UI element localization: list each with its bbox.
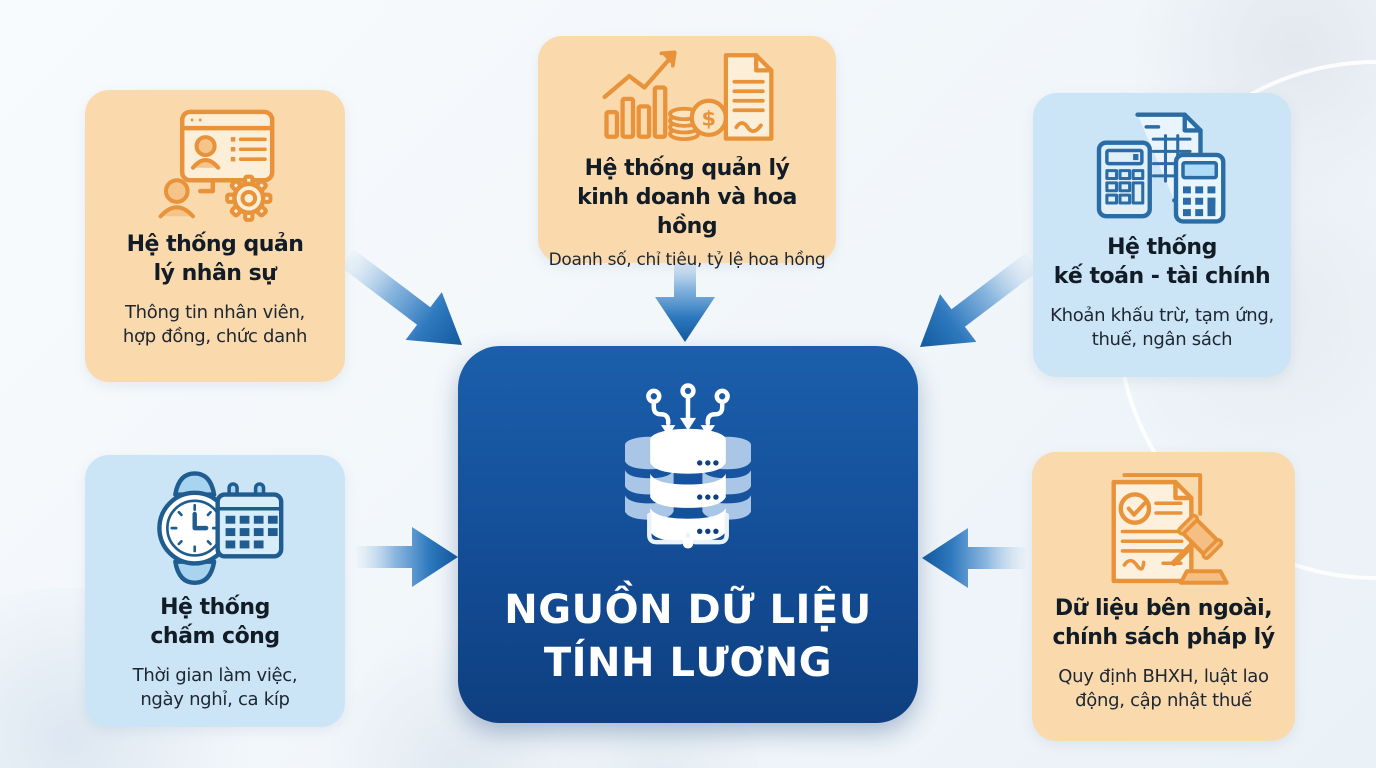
- source-box-accounting-finance: Hệ thống kế toán - tài chính Khoản khấu …: [1033, 93, 1291, 377]
- arrow-accounting-to-center: [920, 253, 1039, 347]
- center-payroll-data-source-box: NGUỒN DỮ LIỆU TÍNH LƯƠNG: [458, 346, 918, 723]
- arrow-external-to-center: [922, 528, 1026, 588]
- box-title: Hệ thống quản lý nhân sự: [126, 232, 304, 287]
- center-title: NGUỒN DỮ LIỆU TÍNH LƯƠNG: [504, 587, 872, 686]
- box-title: Hệ thống chấm công: [150, 595, 280, 650]
- source-box-external-legal: Dữ liệu bên ngoài, chính sách pháp lý Qu…: [1032, 452, 1295, 741]
- sales-commission-icon: $: [595, 42, 780, 150]
- hr-system-icon: [148, 104, 283, 226]
- accounting-finance-icon: [1092, 107, 1232, 229]
- arrow-hr-to-center: [340, 249, 462, 345]
- box-subtitle: Khoản khấu trừ, tạm ứng, thuế, ngân sách: [1050, 305, 1274, 351]
- box-subtitle: Thông tin nhân viên, hợp đồng, chức danh: [122, 302, 308, 348]
- box-subtitle: Thời gian làm việc, ngày nghỉ, ca kíp: [132, 665, 298, 711]
- source-box-timekeeping: Hệ thống chấm công Thời gian làm việc, n…: [85, 455, 345, 727]
- box-subtitle: Doanh số, chỉ tiêu, tỷ lệ hoa hồng: [548, 250, 826, 271]
- source-box-hr-system: Hệ thống quản lý nhân sự Thông tin nhân …: [85, 90, 345, 382]
- arrow-timekeeping-to-center: [356, 527, 458, 587]
- timekeeping-icon: [140, 469, 290, 589]
- box-title: Dữ liệu bên ngoài, chính sách pháp lý: [1052, 596, 1275, 651]
- svg-text:$: $: [701, 106, 716, 130]
- box-title: Hệ thống kế toán - tài chính: [1053, 235, 1271, 290]
- database-icon: [598, 380, 778, 562]
- box-subtitle: Quy định BHXH, luật lao động, cập nhật t…: [1058, 666, 1269, 712]
- legal-policy-icon: [1089, 466, 1239, 590]
- source-box-business-commission: $ Hệ thống quản lý kinh doanh và hoa hồn…: [538, 36, 836, 270]
- box-title: Hệ thống quản lý kinh doanh và hoa hồng: [577, 156, 797, 240]
